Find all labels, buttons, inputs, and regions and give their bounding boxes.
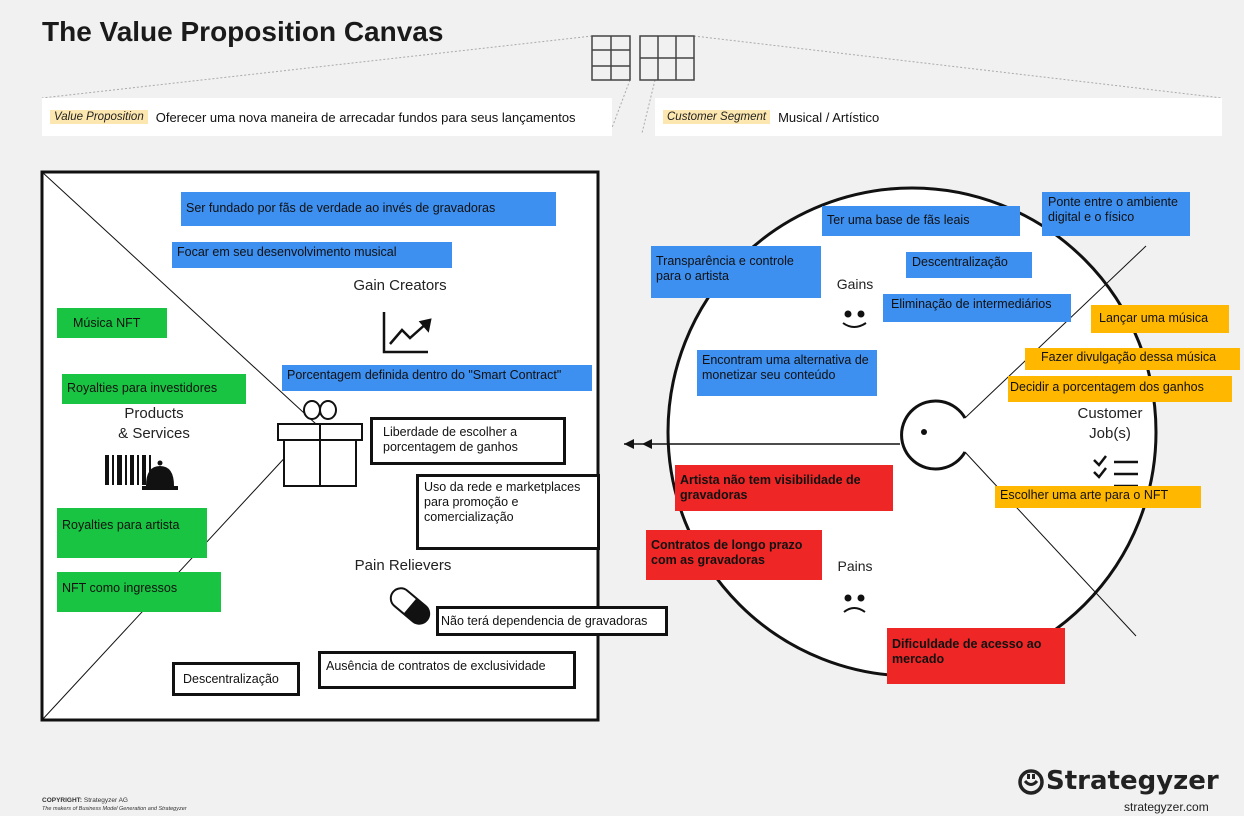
product-note[interactable]: NFT como ingressos (57, 572, 221, 612)
footer-tagline: The makers of Business Model Generation … (42, 806, 187, 812)
copyright-label: COPYRIGHT: (42, 797, 83, 804)
products-label-line1: Products (124, 405, 184, 422)
strategyzer-logo[interactable]: Strategyzer (1016, 766, 1219, 796)
pain-reliever-note[interactable]: Descentralização (172, 662, 300, 696)
value-proposition-text: Oferecer uma nova maneira de arrecadar f… (155, 109, 576, 125)
gain-note[interactable]: Encontram uma alternativa de monetizar s… (697, 350, 877, 396)
page-title: The Value Proposition Canvas (42, 16, 444, 47)
customer-segment-text: Musical / Artístico (778, 109, 880, 125)
product-note[interactable]: Música NFT (57, 308, 167, 338)
pains-label: Pains (837, 558, 873, 574)
customer-jobs-label-line2: Job(s) (1089, 425, 1131, 442)
strategyzer-brand: Strategyzer (1046, 766, 1219, 796)
copyright-line: COPYRIGHT: Strategyzer AG (42, 797, 128, 804)
products-label-line2: & Services (118, 425, 190, 442)
pain-note[interactable]: Artista não tem visibilidade de gravador… (675, 465, 893, 511)
value-proposition-tag: Value Proposition (50, 110, 148, 124)
pain-reliever-note[interactable]: Uso da rede e marketplaces para promoção… (416, 474, 600, 550)
gain-creator-note[interactable]: Focar em seu desenvolvimento musical (172, 242, 452, 268)
pain-reliever-note[interactable]: Não terá dependencia de gravadoras (436, 606, 668, 636)
job-note[interactable]: Lançar uma música (1091, 305, 1229, 333)
job-note[interactable]: Decidir a porcentagem dos ganhos (1008, 376, 1232, 402)
gain-note[interactable]: Transparência e controle para o artista (651, 246, 821, 298)
customer-jobs-label-line1: Customer (1077, 405, 1143, 422)
pain-note[interactable]: Dificuldade de acesso ao mercado (887, 628, 1065, 684)
gain-creators-label: Gain Creators (353, 277, 447, 294)
pain-reliever-note[interactable]: Ausência de contratos de exclusividade (318, 651, 576, 689)
pain-note[interactable]: Contratos de longo prazo com as gravador… (646, 530, 822, 580)
strategyzer-url[interactable]: strategyzer.com (1124, 800, 1209, 814)
product-note[interactable]: Royalties para investidores (62, 374, 246, 404)
gain-creator-note[interactable]: Ser fundado por fãs de verdade ao invés … (181, 192, 556, 226)
products-label: Products & Services (94, 404, 214, 444)
customer-segment-bar: Customer Segment Musical / Artístico (655, 98, 1222, 136)
gain-note[interactable]: Descentralização (906, 252, 1032, 278)
smiley-icon (842, 310, 867, 328)
customer-face-icon (900, 399, 967, 471)
gift-icon (277, 400, 363, 487)
gain-note[interactable]: Ponte entre o ambiente digital e o físic… (1042, 192, 1190, 236)
pain-relievers-label: Pain Relievers (354, 557, 452, 574)
product-note[interactable]: Royalties para artista (57, 508, 207, 558)
barcode-bell-icon (105, 455, 178, 490)
value-proposition-bar: Value Proposition Oferecer uma nova mane… (42, 98, 612, 136)
customer-segment-tag: Customer Segment (663, 110, 771, 124)
copyright-owner: Strategyzer AG (83, 797, 128, 804)
job-note[interactable]: Escolher uma arte para o NFT (995, 486, 1201, 508)
gain-note[interactable]: Eliminação de intermediários (883, 294, 1071, 322)
gain-note[interactable]: Ter uma base de fãs leais (822, 206, 1020, 236)
gains-label: Gains (836, 276, 874, 292)
customer-jobs-label: Customer Job(s) (1060, 404, 1160, 444)
mini-canvas-icon (591, 35, 695, 81)
job-note[interactable]: Fazer divulgação dessa música (1025, 348, 1240, 370)
pain-reliever-note[interactable]: Liberdade de escolher a porcentagem de g… (370, 417, 566, 465)
pill-icon (389, 587, 431, 625)
gain-creator-note[interactable]: Porcentagem definida dentro do "Smart Co… (282, 365, 592, 391)
frown-icon (843, 594, 866, 613)
strategyzer-logo-icon (1018, 769, 1044, 795)
growth-chart-icon (382, 312, 432, 354)
